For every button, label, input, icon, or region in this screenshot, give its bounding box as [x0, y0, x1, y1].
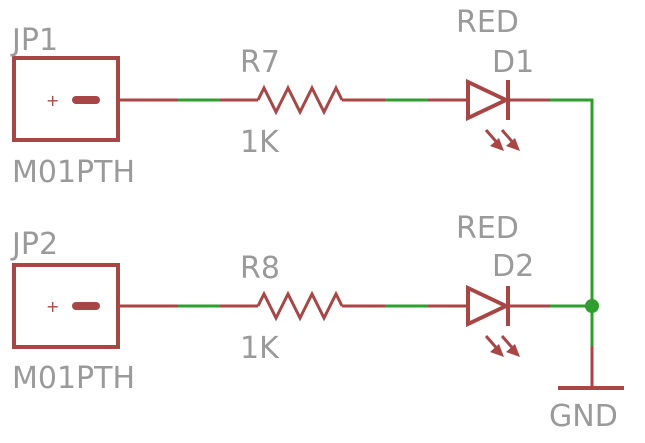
- jp2-value-label: M01PTH: [12, 361, 135, 396]
- d2-light-arrows: [484, 335, 520, 357]
- r7-value-label: 1K: [240, 125, 280, 160]
- jp1-value-label: M01PTH: [12, 155, 135, 190]
- jp2-pin-mark: +: [46, 297, 59, 316]
- gnd-label: GND: [549, 399, 618, 434]
- r8-zigzag: [256, 290, 344, 322]
- r8-value-label: 1K: [240, 331, 280, 366]
- d2-value-label: RED: [456, 211, 519, 246]
- d1-triangle: [466, 78, 511, 122]
- d2-ref-label: D2: [492, 249, 534, 284]
- jp1-body: [12, 56, 120, 142]
- jp2-ref-label: JP2: [10, 227, 58, 262]
- d1-value-label: RED: [456, 5, 519, 40]
- d1-light-arrows: [484, 129, 520, 151]
- r7-ref-label: R7: [240, 45, 280, 80]
- jp1-ref-label: JP1: [10, 23, 58, 58]
- jp2-body: [12, 263, 120, 349]
- jp1-connector[interactable]: +: [12, 56, 120, 142]
- d1-ref-label: D1: [492, 45, 534, 80]
- d2-led[interactable]: [428, 284, 550, 357]
- d2-triangle: [466, 284, 511, 328]
- r7-resistor[interactable]: [220, 84, 385, 116]
- r7-zigzag: [256, 84, 344, 116]
- jp1-pin-mark: +: [46, 91, 59, 110]
- jp2-connector[interactable]: +: [12, 263, 120, 349]
- r8-ref-label: R8: [240, 251, 280, 286]
- d1-led[interactable]: [428, 78, 550, 151]
- gnd-symbol[interactable]: [558, 346, 624, 390]
- r8-resistor[interactable]: [220, 290, 385, 322]
- net-d1-gnd[interactable]: [550, 98, 594, 306]
